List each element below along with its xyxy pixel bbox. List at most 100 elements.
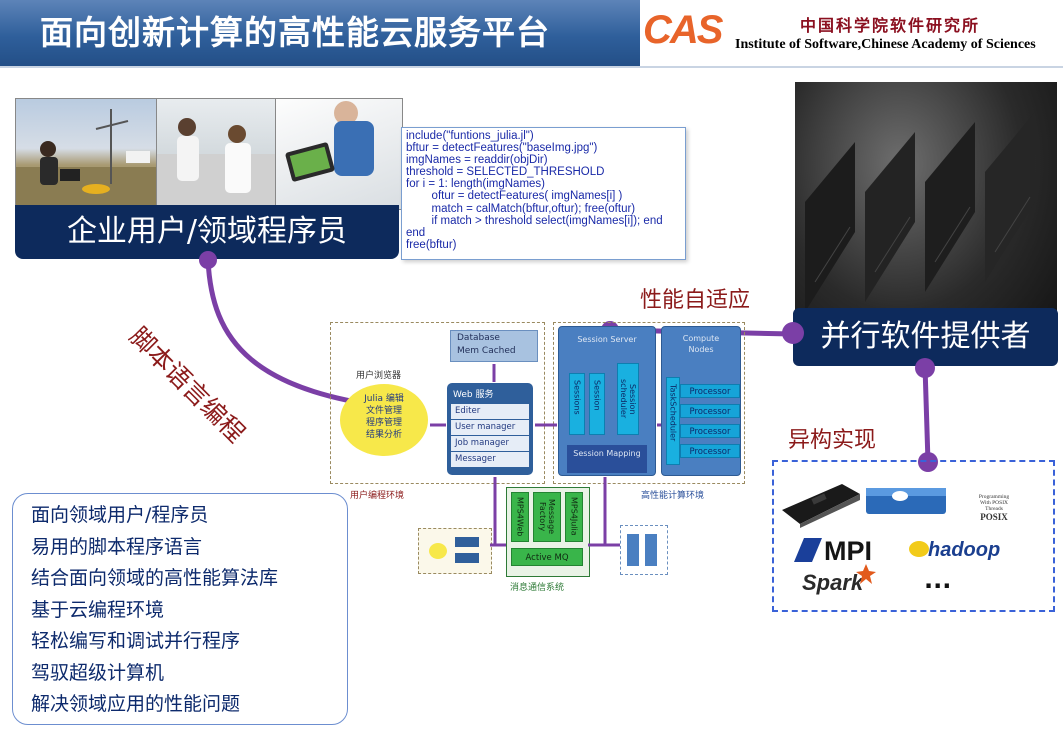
browser-item: 结果分析 (365, 430, 402, 440)
spark-star-icon (856, 564, 876, 584)
gpu-card-icon (782, 484, 860, 528)
code-line: for i = 1: length(imgNames) (406, 178, 546, 191)
posix-title-line: With POSIX (979, 500, 1009, 506)
client-browser-icon (429, 543, 447, 559)
connector-dot (918, 452, 938, 472)
feature-item: 驾驭超级计算机 (31, 661, 165, 684)
session-scheduler-box: Session scheduler (617, 363, 639, 435)
web-item: User manager (451, 420, 529, 436)
processor-box: Processor (680, 424, 740, 438)
web-service-box: Web 服务 Editer User manager Job manager M… (447, 383, 533, 475)
code-line: threshold = SELECTED_THRESHOLD (406, 166, 605, 179)
hadoop-elephant-icon (909, 541, 929, 557)
web-item: Job manager (451, 436, 529, 452)
client-group-right (620, 525, 668, 575)
node-icon (645, 534, 657, 566)
connector-dot (915, 358, 935, 378)
tablet-user-photo (275, 98, 403, 210)
hetero-connector (922, 365, 931, 463)
client-group-left (418, 528, 492, 574)
session-scheduler-label: Session scheduler (619, 379, 637, 419)
connector-dot (199, 251, 217, 269)
posix-label: POSIX (980, 512, 1008, 522)
task-scheduler-box: TaskScheduler (666, 377, 680, 465)
tablet-user-illustration (285, 101, 374, 182)
messaging-system-box: MPS4Web Message Factory MPS4Julia Active… (506, 487, 590, 577)
session-box: Session (589, 373, 605, 435)
hadoop-logo-text: hadoop (928, 539, 1001, 561)
sessions-label: Sessions (572, 380, 582, 415)
code-line: bftur = detectFeatures("baseImg.jpg") (406, 142, 598, 155)
processor-box: Processor (680, 404, 740, 418)
user-browser-label: 用户浏览器 (356, 371, 402, 381)
field-researcher-illustration (16, 109, 156, 209)
web-item: Messager (455, 454, 496, 464)
feature-item: 解决领域应用的性能问题 (31, 693, 241, 715)
posix-title-line: Programming (978, 494, 1010, 500)
connector-dot (782, 322, 804, 344)
code-line: include("funtions_julia.jl") (406, 130, 534, 142)
institute-name-cn: 中国科学院软件研究所 (799, 16, 980, 35)
compute-nodes-label: Compute Nodes (682, 334, 720, 354)
user-env-panel (330, 322, 545, 484)
intel-phi-card-icon (866, 488, 946, 514)
heterogeneous-box: Programming With POSIX Threads POSIX MPI… (772, 460, 1055, 612)
feature-list: 面向领域用户/程序员 易用的脚本程序语言 结合面向领域的高性能算法库 基于云编程… (12, 493, 348, 725)
feature-item: 面向领域用户/程序员 (31, 504, 209, 526)
session-label: Session (592, 380, 602, 411)
database-box: Database Mem Cached (450, 330, 538, 362)
active-mq-box: Active MQ (511, 548, 583, 566)
field-researcher-photo (15, 98, 157, 210)
lab-scientist-illustration (157, 118, 275, 209)
feature-item: 基于云编程环境 (31, 598, 165, 621)
client-server-icon (455, 553, 479, 563)
code-line: match = calMatch(bftur,oftur); free(oftu… (406, 202, 636, 215)
mem-cached-label: Mem Cached (457, 346, 516, 356)
code-line: if match > threshold select(imgNames[i])… (406, 214, 663, 227)
heterogeneous-implementation-label: 异构实现 (788, 428, 877, 453)
mps4web-label: MPS4Web (515, 497, 525, 537)
cas-logo: CAS (643, 8, 723, 52)
session-mapping-label: Session Mapping (567, 445, 647, 473)
code-line: end (406, 226, 426, 239)
code-line: free(bftur) (406, 238, 457, 251)
hpc-env-label: 高性能计算环境 (641, 491, 705, 501)
browser-ellipse: Julia 编辑 文件管理 程序管理 结果分析 (340, 384, 428, 456)
lab-scientist-photo (156, 98, 276, 210)
mps4julia-label: MPS4Julia (569, 497, 579, 536)
mps4julia-box: MPS4Julia (565, 492, 583, 542)
browser-item: 程序管理 (365, 418, 402, 428)
session-server-box: Session Server Sessions Session Session … (558, 326, 656, 476)
code-line: oftur = detectFeatures( imgNames[i] ) (406, 190, 623, 203)
session-server-label: Session Server (577, 335, 637, 344)
more-ellipsis: ... (924, 566, 952, 594)
web-service-label: Web 服务 (453, 390, 494, 400)
message-factory-box: Message Factory (533, 492, 561, 542)
compute-nodes-box: Compute Nodes TaskScheduler Processor Pr… (661, 326, 741, 476)
mpi-logo-icon (794, 538, 822, 562)
node-icon (627, 534, 639, 566)
browser-item: Julia 编辑 (364, 394, 404, 404)
user-env-label: 用户编程环境 (350, 491, 405, 501)
mpi-logo-text: MPI (824, 536, 873, 566)
browser-item: 文件管理 (365, 406, 402, 416)
task-scheduler-label: TaskScheduler (668, 384, 678, 442)
feature-item: 易用的脚本程序语言 (31, 535, 203, 558)
hpc-env-panel (553, 322, 745, 484)
web-item: Editer (451, 404, 529, 420)
message-factory-label: Message Factory (538, 499, 556, 535)
performance-adaptive-label: 性能自适应 (640, 288, 751, 313)
feature-item: 轻松编写和调试并行程序 (31, 630, 241, 652)
processor-box: Processor (680, 384, 740, 398)
processor-box: Processor (680, 444, 740, 458)
institute-name-en: Institute of Software,Chinese Academy of… (735, 37, 1036, 52)
header-divider (0, 66, 1063, 68)
posix-title-line: Threads (985, 506, 1003, 512)
code-line: imgNames = readdir(objDir) (406, 154, 548, 167)
spark-logo-text: Spark (802, 570, 864, 595)
julia-code-snippet: include("funtions_julia.jl") bftur = det… (401, 127, 686, 260)
posix-book: Programming With POSIX Threads POSIX (969, 494, 1019, 523)
mps4web-box: MPS4Web (511, 492, 529, 542)
